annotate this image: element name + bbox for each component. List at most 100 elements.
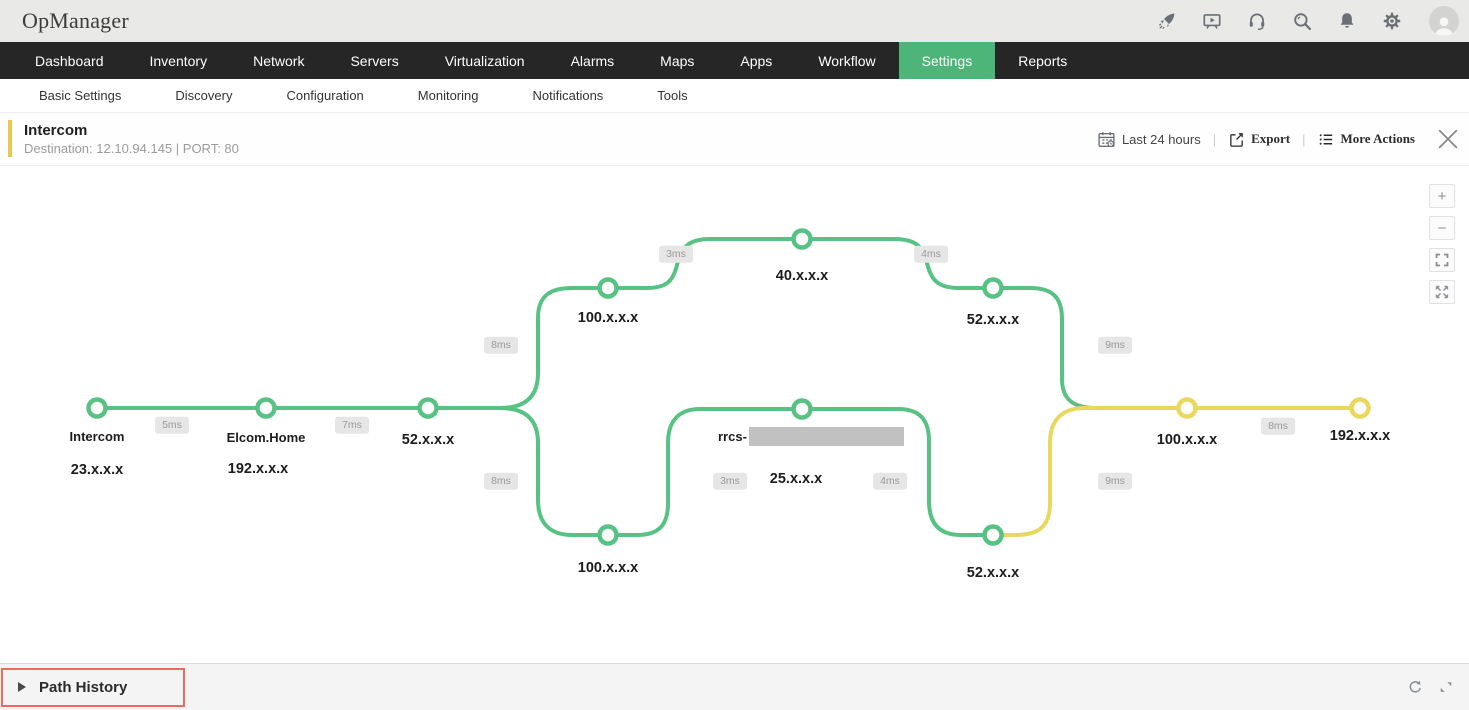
main-nav: Dashboard Inventory Network Servers Virt…	[0, 42, 1469, 79]
latency-badge: 9ms	[1098, 472, 1132, 490]
view-header: Intercom Destination: 12.10.94.145 | POR…	[0, 113, 1469, 166]
node-label-ip: 25.x.x.x	[769, 471, 823, 487]
expand-arrows-icon	[1435, 285, 1449, 299]
node-192xxx-dest[interactable]	[1349, 397, 1371, 419]
latency-badge: 4ms	[873, 472, 907, 490]
zoom-in-button[interactable]: +	[1429, 184, 1455, 208]
network-path-diagram: Intercom 23.x.x.x Elcom.Home 192.x.x.x 5…	[0, 166, 1469, 663]
rocket-icon[interactable]	[1155, 9, 1179, 33]
export-button[interactable]: Export	[1228, 131, 1290, 148]
nav-settings[interactable]: Settings	[898, 42, 996, 79]
latency-badge: 8ms	[484, 336, 518, 354]
subnav-monitoring[interactable]: Monitoring	[417, 88, 479, 103]
calendar-icon	[1098, 131, 1115, 147]
footer-icons	[1406, 678, 1455, 696]
expand-caret-icon[interactable]	[18, 682, 26, 692]
list-icon	[1319, 133, 1332, 145]
user-avatar[interactable]	[1429, 6, 1459, 36]
search-icon[interactable]	[1290, 9, 1314, 33]
node-100xxx-merged[interactable]	[1176, 397, 1198, 419]
refresh-icon[interactable]	[1406, 678, 1424, 696]
fit-to-screen-icon	[1435, 253, 1449, 267]
nav-virtualization[interactable]: Virtualization	[444, 52, 525, 69]
subnav-notifications[interactable]: Notifications	[532, 88, 604, 103]
topbar: OpManager	[0, 0, 1469, 42]
toolbar-separator-2: |	[1302, 131, 1306, 147]
node-label-ip: 100.x.x.x	[577, 310, 639, 326]
node-label-ip: 52.x.x.x	[401, 432, 455, 448]
training-video-icon[interactable]	[1200, 9, 1224, 33]
subnav-configuration[interactable]: Configuration	[286, 88, 364, 103]
time-range-label: Last 24 hours	[1121, 131, 1201, 147]
latency-badge: 7ms	[335, 416, 369, 434]
node-intercom[interactable]	[86, 397, 108, 419]
node-52xxx-trunk[interactable]	[417, 397, 439, 419]
nav-reports[interactable]: Reports	[1018, 52, 1068, 69]
node-label-ip: 100.x.x.x	[1156, 432, 1218, 448]
node-52xxx-upper[interactable]	[982, 277, 1004, 299]
latency-badge: 8ms	[1261, 417, 1295, 435]
subnav-tools[interactable]: Tools	[657, 88, 688, 103]
node-100xxx-lower[interactable]	[597, 524, 619, 546]
link-lower-branch	[499, 406, 993, 537]
latency-badge: 4ms	[914, 245, 948, 263]
close-icon[interactable]	[1433, 124, 1463, 154]
subnav-basic-settings[interactable]: Basic Settings	[39, 88, 122, 103]
toolbar-separator: |	[1212, 131, 1217, 147]
view-toolbar: Last 24 hours | Export | More Actions	[1097, 130, 1415, 149]
node-rrcs-25xxx[interactable]	[791, 398, 813, 420]
node-100xxx-upper[interactable]	[597, 277, 619, 299]
export-label: Export	[1251, 131, 1291, 146]
node-label-ip: 23.x.x.x	[70, 462, 124, 478]
nav-inventory[interactable]: Inventory	[149, 52, 208, 69]
nav-apps[interactable]: Apps	[740, 52, 773, 69]
zoom-controls: + −	[1429, 184, 1455, 304]
destination-info: Destination: 12.10.94.145 | PORT: 80	[24, 141, 239, 156]
path-history-bar: Path History	[0, 663, 1469, 710]
sub-nav: Basic Settings Discovery Configuration M…	[0, 79, 1469, 113]
node-label-ip: 192.x.x.x	[227, 461, 289, 477]
more-actions-button[interactable]: More Actions	[1318, 131, 1415, 148]
nav-dashboard[interactable]: Dashboard	[35, 52, 104, 69]
path-history-toggle[interactable]: Path History	[39, 678, 128, 696]
node-label-ip: 192.x.x.x	[1329, 428, 1391, 444]
nav-network[interactable]: Network	[253, 52, 305, 69]
link-upper-branch	[499, 237, 1097, 410]
redacted-hostname-box	[748, 427, 904, 446]
node-label-hostname: Intercom	[69, 429, 125, 444]
expand-button[interactable]	[1429, 280, 1455, 304]
nav-servers[interactable]: Servers	[350, 52, 399, 69]
subnav-discovery[interactable]: Discovery	[175, 88, 233, 103]
settings-gear-icon[interactable]	[1380, 9, 1404, 33]
latency-badge: 9ms	[1098, 336, 1132, 354]
path-links-canvas	[86, 228, 1371, 546]
zoom-out-button[interactable]: −	[1429, 216, 1455, 240]
page-title: Intercom	[24, 122, 88, 139]
node-label-hostname-redacted: rrcs-	[718, 427, 904, 446]
support-headset-icon[interactable]	[1245, 9, 1269, 33]
node-label-ip: 52.x.x.x	[966, 312, 1020, 328]
accent-bar	[8, 120, 12, 157]
node-40xxx[interactable]	[791, 228, 813, 250]
node-label-hostname: Elcom.Home	[226, 430, 306, 445]
latency-badge: 8ms	[484, 472, 518, 490]
link-lower-merge-warn	[993, 406, 1086, 537]
nav-workflow[interactable]: Workflow	[818, 52, 876, 69]
app-logo: OpManager	[22, 8, 129, 33]
fit-to-screen-button[interactable]	[1429, 248, 1455, 272]
latency-badge: 3ms	[659, 245, 693, 263]
topbar-icons	[1155, 6, 1459, 36]
latency-badge: 3ms	[713, 472, 747, 490]
node-label-ip: 100.x.x.x	[577, 560, 639, 576]
node-label-ip: 40.x.x.x	[775, 268, 829, 284]
nav-alarms[interactable]: Alarms	[570, 52, 615, 69]
rrcs-prefix: rrcs-	[718, 429, 747, 444]
node-elcom-home[interactable]	[255, 397, 277, 419]
nav-maps[interactable]: Maps	[660, 52, 695, 69]
node-label-ip: 52.x.x.x	[966, 565, 1020, 581]
notifications-bell-icon[interactable]	[1335, 9, 1359, 33]
time-range-selector[interactable]: Last 24 hours	[1097, 130, 1201, 149]
export-icon	[1230, 132, 1243, 147]
resize-handle-icon[interactable]	[1437, 678, 1455, 696]
node-52xxx-lower[interactable]	[982, 524, 1004, 546]
